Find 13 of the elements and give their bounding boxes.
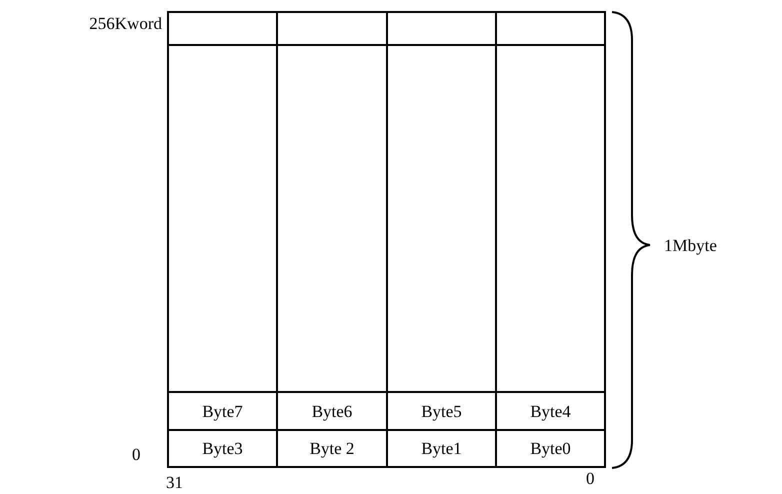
byte-label: Byte6	[310, 400, 354, 423]
byte-label: Byte7	[201, 400, 244, 423]
byte-label: Byte3	[201, 438, 244, 460]
bit-number: 31	[166, 472, 184, 494]
word-count-label: 256Kword	[88, 12, 162, 34]
byte-label: Byte 2	[308, 438, 356, 460]
byte-label: Byte5	[420, 400, 463, 423]
byte-label: Byte1	[420, 438, 463, 460]
size-label: 1Mbyte	[664, 234, 718, 257]
byte-label: Byte4	[529, 400, 572, 423]
address-label: 0	[132, 444, 142, 466]
byte-label: Byte0	[529, 438, 572, 460]
bit-number: 0	[586, 468, 596, 490]
